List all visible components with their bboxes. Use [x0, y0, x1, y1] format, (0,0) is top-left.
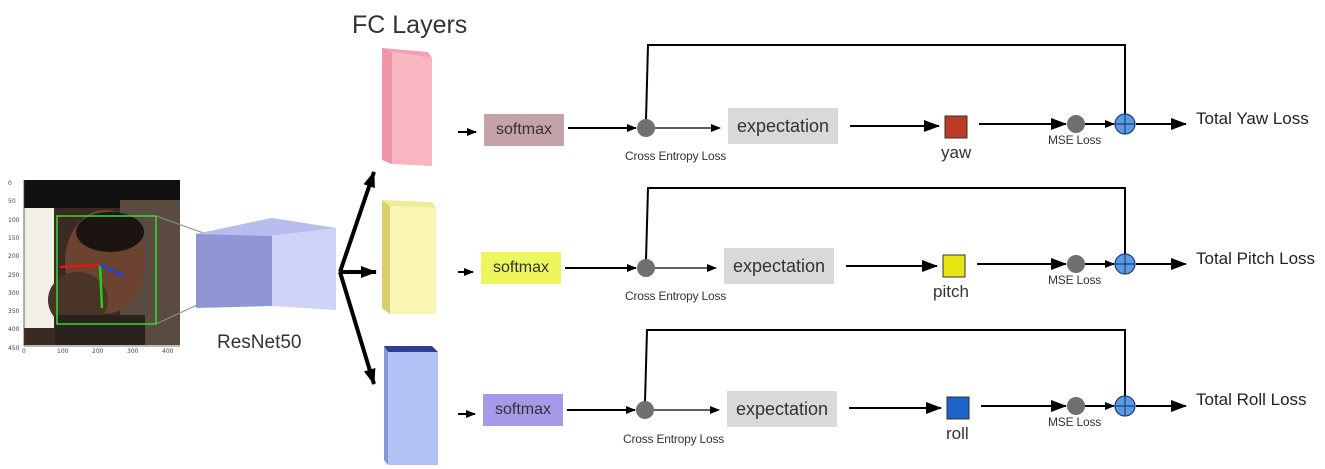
image-y-tick: 150 [8, 234, 20, 242]
image-y-tick: 250 [8, 271, 20, 279]
expectation-box-roll: expectation [727, 391, 837, 427]
cross-entropy-node-yaw [637, 119, 655, 137]
image-y-tick: 200 [8, 253, 20, 261]
fc-layers-title: FC Layers [352, 11, 468, 39]
image-y-tick: 350 [8, 308, 20, 316]
expectation-box-yaw: expectation [728, 108, 838, 144]
output-label-roll: roll [946, 424, 969, 443]
mse-node-yaw [1067, 115, 1085, 133]
output-label-pitch: pitch [933, 282, 969, 301]
cross-entropy-label-yaw: Cross Entropy Loss [625, 149, 727, 163]
softmax-box-pitch: softmax [481, 252, 561, 284]
total-loss-roll: Total Roll Loss [1196, 390, 1307, 409]
cross-entropy-node-roll [636, 401, 654, 419]
image-x-tick: 400 [162, 348, 174, 355]
skip-connection-roll [644, 329, 1126, 403]
image-y-tick: 50 [8, 198, 16, 206]
output-square-yaw [944, 115, 968, 139]
image-y-tick: 450 [8, 344, 20, 352]
image-y-tick: 100 [8, 216, 20, 224]
output-square-roll [946, 396, 970, 420]
cross-entropy-node-pitch [637, 259, 655, 277]
branch-connectors [458, 44, 1187, 420]
fc-layer-roll [384, 346, 438, 465]
image-x-tick: 0 [22, 348, 26, 355]
input-face-image [23, 180, 180, 347]
fc-layer-pitch [382, 200, 436, 314]
mse-label-roll: MSE Loss [1048, 415, 1102, 429]
resnet50-label: ResNet50 [217, 332, 302, 353]
fanout-arrows [338, 171, 377, 385]
output-label-yaw: yaw [941, 143, 972, 162]
image-y-tick: 300 [8, 289, 20, 297]
mse-label-yaw: MSE Loss [1048, 133, 1102, 147]
output-square-pitch [942, 254, 966, 278]
skip-connection-pitch [645, 187, 1126, 261]
skip-connection-yaw [645, 44, 1126, 121]
cross-entropy-label-pitch: Cross Entropy Loss [625, 289, 727, 303]
image-y-tick: 0 [8, 180, 12, 187]
resnet50-block [155, 215, 336, 325]
image-y-tick: 400 [8, 326, 20, 334]
softmax-box-yaw: softmax [484, 114, 564, 146]
total-loss-yaw: Total Yaw Loss [1196, 109, 1309, 128]
fc-layer-yaw [382, 48, 432, 166]
expectation-box-pitch: expectation [724, 248, 834, 284]
softmax-box-roll: softmax [483, 394, 563, 426]
image-x-tick: 200 [92, 348, 104, 355]
image-x-tick: 100 [57, 348, 69, 355]
mse-label-pitch: MSE Loss [1048, 273, 1102, 287]
mse-node-roll [1067, 397, 1085, 415]
cross-entropy-label-roll: Cross Entropy Loss [623, 432, 725, 446]
image-x-tick: 300 [127, 348, 139, 355]
mse-node-pitch [1067, 255, 1085, 273]
total-loss-pitch: Total Pitch Loss [1196, 249, 1316, 268]
